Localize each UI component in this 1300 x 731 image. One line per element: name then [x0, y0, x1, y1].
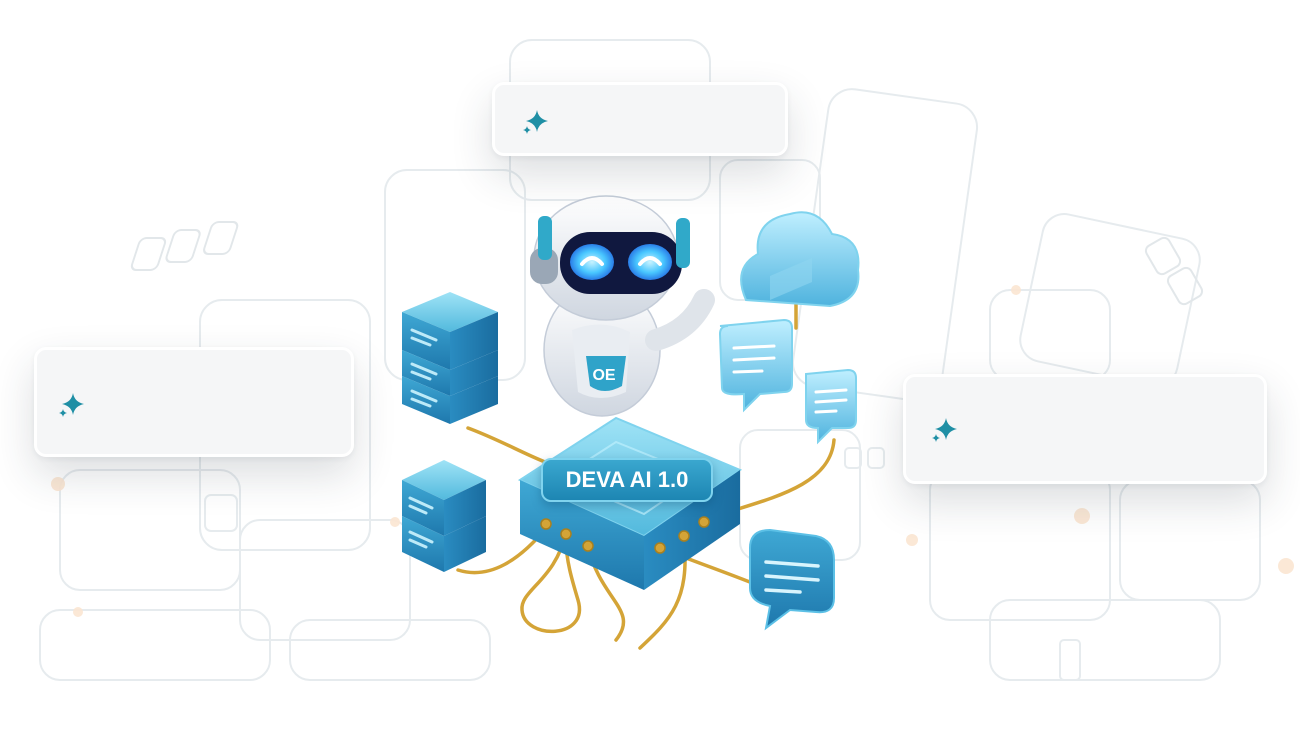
svg-text:OE: OE [592, 367, 615, 384]
cloud-icon [740, 211, 860, 308]
sparkle-icon [59, 393, 84, 417]
sparkle-icon [523, 110, 548, 134]
feature-card-right [903, 374, 1267, 484]
robot-mascot-icon: OE [530, 195, 715, 417]
chat-bubble-icon [718, 318, 793, 413]
feature-card-top [492, 82, 788, 156]
chat-bubble-icon [749, 528, 835, 631]
server-rack-icon [402, 460, 486, 572]
server-rack-icon [402, 292, 498, 424]
feature-card-left [34, 347, 354, 457]
sparkle-icon [932, 418, 957, 442]
chat-bubble-icon [805, 368, 857, 445]
hub-label: DEVA AI 1.0 [541, 458, 713, 502]
